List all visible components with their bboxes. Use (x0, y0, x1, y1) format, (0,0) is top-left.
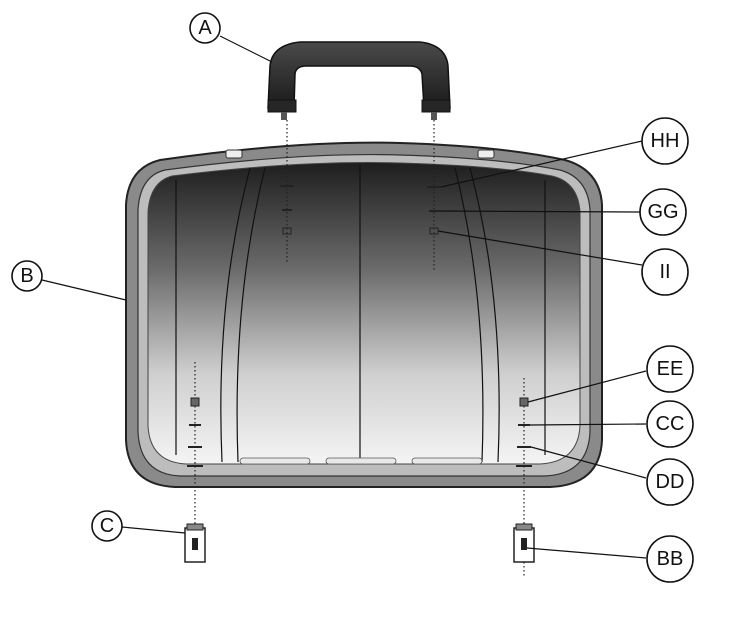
leader-A (219, 35, 273, 63)
callout-label-A: A (198, 17, 212, 39)
callout-label-CC: CC (656, 413, 685, 435)
callout-DD: DD (646, 458, 694, 506)
callout-label-HH: HH (651, 130, 680, 152)
handle-grip (267, 41, 451, 109)
callout-GG: GG (639, 188, 687, 236)
handle-foot-left (267, 99, 297, 113)
handle-foot-right (421, 99, 451, 113)
callout-label-EE: EE (657, 358, 684, 380)
top-clip-right (477, 149, 495, 159)
handle (267, 41, 451, 120)
callout-label-DD: DD (656, 471, 685, 493)
leader-II (437, 230, 643, 266)
leader-BB (526, 547, 647, 559)
leader-B (41, 279, 127, 301)
foot-left (184, 523, 206, 563)
callout-II: II (641, 248, 689, 296)
leader-C (121, 526, 186, 534)
bag-body (125, 141, 603, 488)
leader-GG (438, 210, 641, 213)
leader-DD (530, 446, 647, 479)
callout-HH: HH (641, 117, 689, 165)
callout-EE: EE (646, 345, 694, 393)
foot-hardware (187, 397, 532, 467)
leader-HH (440, 140, 643, 188)
handle-screw-left (281, 112, 287, 120)
bag-interior (147, 162, 581, 465)
floor-slot-right (411, 457, 483, 465)
callout-label-II: II (659, 261, 670, 283)
floor-slot-left (239, 457, 311, 465)
callout-label-GG: GG (647, 201, 678, 223)
handle-screw-right (431, 112, 437, 120)
floor-slot-center (325, 457, 397, 465)
foot-right (513, 523, 535, 563)
callout-C: C (91, 510, 123, 542)
panel-curve-right-outer (469, 167, 500, 463)
callout-label-BB: BB (657, 548, 684, 570)
panel-curve-left-inner (236, 167, 266, 463)
panel-curve-left-outer (220, 167, 251, 463)
callout-label-C: C (100, 515, 114, 537)
callout-A: A (189, 12, 221, 44)
callout-BB: BB (646, 535, 694, 583)
callout-CC: CC (646, 400, 694, 448)
leader-CC (529, 423, 647, 426)
callout-label-B: B (20, 265, 33, 287)
panel-curve-right-inner (454, 167, 484, 463)
top-clip-left (225, 149, 243, 159)
callout-B: B (11, 260, 43, 292)
leader-EE (527, 370, 647, 403)
